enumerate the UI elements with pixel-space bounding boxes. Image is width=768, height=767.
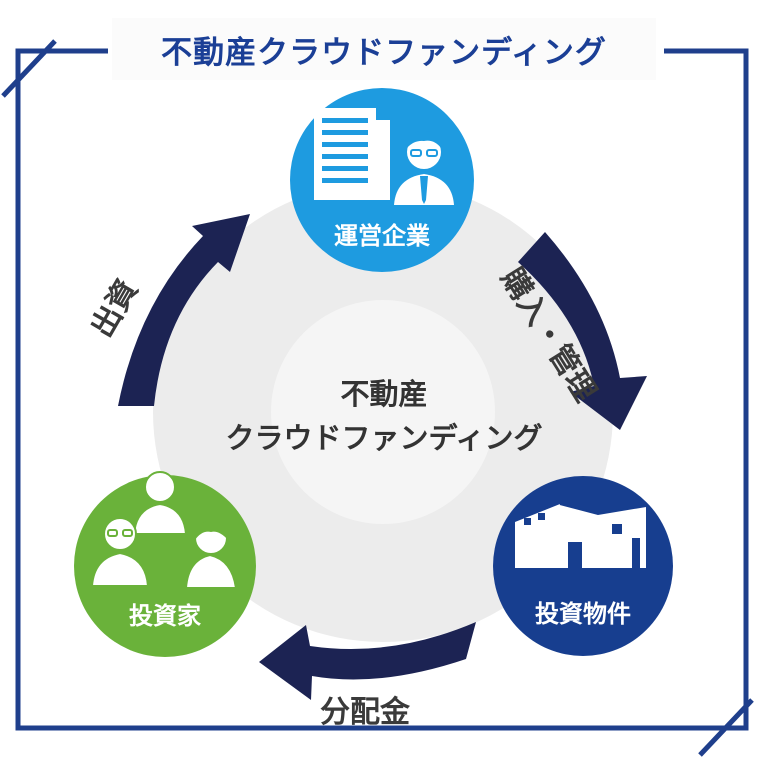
center-label-line2: クラウドファンディング [225,421,543,455]
node-property-label: 投資物件 [535,600,631,628]
businessman-icon [394,130,454,205]
node-investor [74,471,256,657]
arrow-dividend-label: 分配金 [320,695,410,730]
node-operator [290,88,474,272]
people-group-icon [90,471,238,589]
building-icon [314,108,390,200]
node-investor-label: 投資家 [129,602,201,630]
title-box: 不動産クラウドファンディング [112,18,656,80]
node-property [493,476,673,656]
arrow-investment [118,214,250,406]
diagram-title: 不動産クラウドファンディング [161,34,607,71]
node-operator-label: 運営企業 [334,222,430,250]
center-disc [271,300,495,524]
arrow-dividend [259,622,476,700]
center-label: 不動産 クラウドファンディング [184,372,584,460]
arrow-purchase [518,232,647,430]
warehouse-icon [515,503,647,568]
center-label-line1: 不動産 [340,377,428,411]
frame [1,39,754,757]
